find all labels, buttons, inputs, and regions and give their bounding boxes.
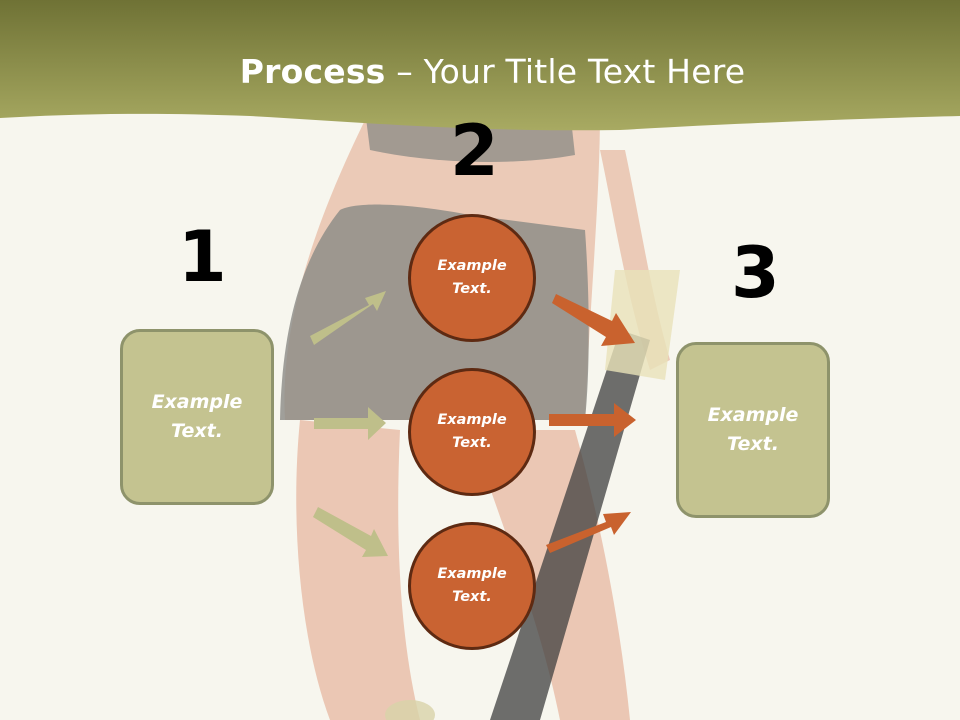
- left-box-text: Example Text.: [151, 391, 243, 442]
- step-number-1: 1: [178, 216, 227, 298]
- circle-bottom-text: Example Text.: [437, 566, 507, 605]
- left-box: Example Text.: [120, 329, 274, 505]
- circle-middle: Example Text.: [408, 368, 536, 496]
- header-band: [0, 0, 960, 131]
- circle-top-text: Example Text.: [437, 258, 507, 297]
- step-number-2: 2: [450, 110, 499, 192]
- title-rest: – Your Title Text Here: [385, 52, 746, 91]
- slide-title: Process – Your Title Text Here: [0, 52, 960, 91]
- circle-top: Example Text.: [408, 214, 536, 342]
- right-box-text: Example Text.: [707, 404, 799, 455]
- circle-middle-text: Example Text.: [437, 412, 507, 451]
- title-bold: Process: [239, 52, 386, 91]
- circle-bottom: Example Text.: [408, 522, 536, 650]
- right-box: Example Text.: [676, 342, 830, 518]
- step-number-3: 3: [731, 232, 780, 314]
